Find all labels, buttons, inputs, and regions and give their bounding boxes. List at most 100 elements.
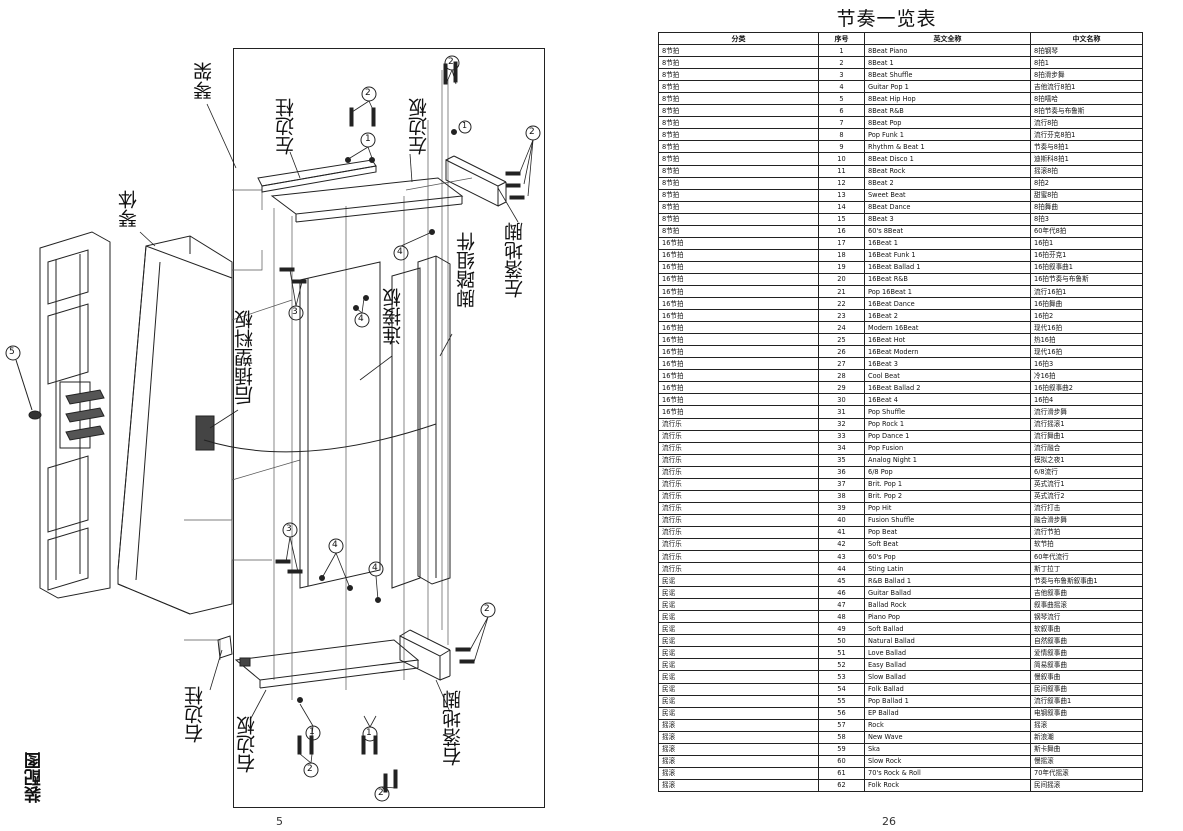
- cell-english-name: Analog Night 1: [864, 453, 1031, 467]
- cell-category: 民谣: [658, 574, 819, 588]
- cell-number: 18: [818, 248, 865, 262]
- cell-english-name: 8Beat Dance: [864, 200, 1031, 214]
- cell-category: 民谣: [658, 694, 819, 708]
- cell-category: 民谣: [658, 610, 819, 624]
- cell-category: 16节拍: [658, 321, 819, 335]
- cell-number: 60: [818, 754, 865, 768]
- cell-chinese-name: 软叙事曲: [1030, 622, 1143, 636]
- cell-english-name: Pop Shuffle: [864, 405, 1031, 419]
- cell-number: 49: [818, 622, 865, 636]
- cell-number: 11: [818, 164, 865, 178]
- cell-number: 38: [818, 489, 865, 503]
- cell-english-name: Rock: [864, 718, 1031, 732]
- cell-number: 31: [818, 405, 865, 419]
- callout-label: 1: [366, 728, 372, 738]
- cell-number: 16: [818, 224, 865, 238]
- column-header-category: 分类: [658, 31, 819, 46]
- cell-category: 16节拍: [658, 284, 819, 299]
- right-side-panel-drawing: [234, 639, 420, 689]
- cell-category: 16节拍: [658, 272, 819, 286]
- cell-english-name: Modern 16Beat: [864, 321, 1031, 335]
- screws: [275, 61, 525, 793]
- callout-label: 2: [448, 57, 454, 67]
- cell-chinese-name: 新浪潮: [1030, 730, 1143, 744]
- cell-category: 8节拍: [658, 92, 819, 106]
- cell-chinese-name: 融合滑步舞: [1030, 513, 1143, 527]
- cell-english-name: Pop Rock 1: [864, 417, 1031, 431]
- cell-number: 10: [818, 152, 865, 166]
- cell-category: 16节拍: [658, 381, 819, 395]
- cell-category: 8节拍: [658, 44, 819, 58]
- cell-chinese-name: 70年代摇滚: [1030, 766, 1143, 780]
- cell-chinese-name: 摇滚8拍: [1030, 164, 1143, 178]
- cell-english-name: Piano Pop: [864, 610, 1031, 624]
- cell-category: 流行乐: [658, 441, 819, 455]
- callout-label: 3: [286, 524, 292, 534]
- cell-chinese-name: 流行16拍1: [1030, 284, 1143, 299]
- cell-english-name: Cool Beat: [864, 369, 1031, 383]
- cell-category: 民谣: [658, 670, 819, 684]
- cell-number: 6: [818, 104, 865, 118]
- left-post-drawing: [257, 159, 377, 193]
- cell-english-name: Love Ballad: [864, 646, 1031, 660]
- right-post-drawing: [217, 635, 233, 659]
- label-right-side-panel: 右边板: [236, 716, 258, 773]
- cell-number: 12: [818, 176, 865, 190]
- cell-english-name: 8Beat Shuffle: [864, 68, 1031, 82]
- cell-number: 48: [818, 610, 865, 624]
- cell-category: 流行乐: [658, 453, 819, 467]
- cell-number: 61: [818, 766, 865, 780]
- pedal-board-drawing: [391, 255, 451, 589]
- cell-category: 8节拍: [658, 80, 819, 94]
- callout-label: 3: [292, 307, 298, 317]
- cell-english-name: Pop Beat: [864, 525, 1031, 539]
- cell-number: 4: [818, 80, 865, 94]
- cell-category: 8节拍: [658, 200, 819, 214]
- cell-number: 35: [818, 453, 865, 467]
- label-pedal-assembly: 脚踏组件: [456, 232, 478, 308]
- cell-category: 摇滚: [658, 718, 819, 732]
- cell-number: 59: [818, 742, 865, 756]
- cell-english-name: Folk Rock: [864, 778, 1031, 792]
- cell-chinese-name: 电钢叙事曲: [1030, 706, 1143, 720]
- assembly-frame: [233, 48, 545, 808]
- cell-chinese-name: 8拍钢琴: [1030, 44, 1143, 58]
- cell-chinese-name: 16拍芬克1: [1030, 248, 1143, 262]
- cell-number: 36: [818, 465, 865, 479]
- cell-chinese-name: 60年代流行: [1030, 550, 1143, 564]
- callout-label: 2: [307, 764, 313, 774]
- cell-category: 16节拍: [658, 357, 819, 371]
- cell-english-name: EP Ballad: [864, 706, 1031, 720]
- cell-chinese-name: 节奏与8拍1: [1030, 140, 1143, 154]
- cell-number: 3: [818, 68, 865, 82]
- cell-english-name: Folk Ballad: [864, 682, 1031, 696]
- rear-panel-cable: [203, 423, 437, 453]
